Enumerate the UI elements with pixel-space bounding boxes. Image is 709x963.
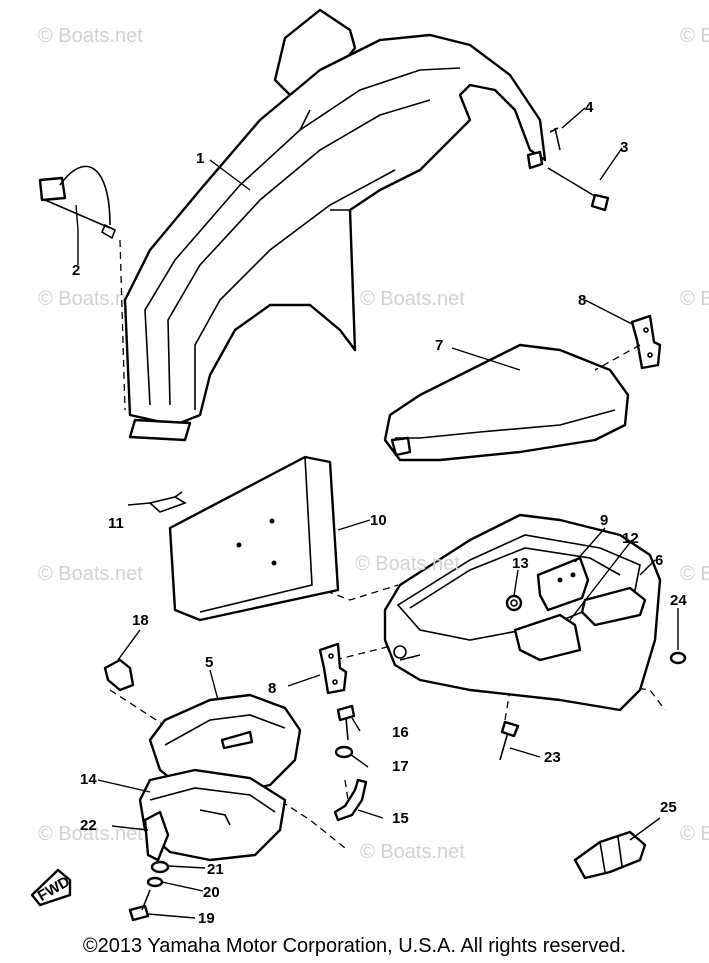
- callout-10: 10: [370, 512, 387, 529]
- part-7-seat-cushion: [383, 343, 630, 462]
- part-6-storage-tub: [383, 513, 662, 712]
- callout-4: 4: [585, 99, 594, 116]
- callout-17: 17: [392, 758, 409, 775]
- part-16-screw: [336, 704, 356, 741]
- part-11-clip: [148, 491, 187, 513]
- watermark: © Boats.net: [680, 563, 709, 585]
- watermark-layer: © Boats.net © Boats.net © Boats.net © Boats…: [38, 25, 709, 863]
- callout-21: 21: [207, 861, 224, 878]
- watermark: © Boats.net: [680, 25, 709, 47]
- callout-5: 5: [205, 654, 213, 671]
- part-2-strap: [38, 165, 117, 240]
- callout-25: 25: [660, 799, 677, 816]
- callout-9: 9: [600, 512, 608, 529]
- watermark: © Boats.net: [38, 288, 143, 310]
- part-15-stay: [333, 778, 368, 822]
- callout-15: 15: [392, 810, 409, 827]
- part-13-grommet: [505, 594, 523, 612]
- part-18-clip: [103, 658, 135, 692]
- callout-20: 20: [203, 884, 220, 901]
- part-4-washer: [526, 127, 561, 170]
- watermark-center: © Boats.net: [355, 553, 460, 575]
- watermark: © Boats.net: [38, 563, 143, 585]
- part-20-washer: [146, 876, 164, 888]
- part-17-washer: [334, 745, 354, 759]
- part-1-fender-cover: [123, 8, 547, 442]
- copyright-notice: ©2013 Yamaha Motor Corporation, U.S.A. A…: [82, 935, 627, 957]
- part-24-nut: [669, 651, 687, 665]
- callout-numbers: 1234567889101112131415161718192021222324…: [72, 99, 687, 927]
- callout-13: 13: [512, 555, 529, 572]
- watermark: © Boats.net: [360, 841, 465, 863]
- callout-24: 24: [670, 592, 687, 609]
- callout-7: 7: [435, 337, 443, 354]
- callout-11: 11: [108, 515, 124, 532]
- callout-18: 18: [132, 612, 149, 629]
- part-10-panel: [168, 455, 340, 622]
- part-3-bolt: [547, 167, 610, 212]
- part-23-bolt: [499, 720, 520, 761]
- part-25-handle: [573, 830, 647, 880]
- callout-8: 8: [268, 680, 276, 697]
- part-22-clamp-strap: [143, 810, 170, 862]
- callout-14: 14: [80, 771, 97, 788]
- watermark: © Boats.net: [360, 288, 465, 310]
- callout-6: 6: [655, 552, 663, 569]
- callout-leader-lines: [75, 107, 679, 919]
- callout-16: 16: [392, 724, 409, 741]
- part-8-bracket-upper: [594, 314, 662, 371]
- callout-19: 19: [198, 910, 215, 927]
- callout-8: 8: [578, 292, 586, 309]
- part-19-bolt: [128, 889, 151, 922]
- part-8-bracket-lower: [318, 642, 348, 695]
- front-direction-marker: FWD: [30, 868, 73, 907]
- callout-3: 3: [620, 139, 628, 156]
- watermark: © Boats.net: [38, 823, 143, 845]
- callout-12: 12: [622, 530, 639, 547]
- watermark: © Boats.net: [680, 288, 709, 310]
- part-21-washer: [150, 860, 170, 874]
- callout-1: 1: [196, 150, 204, 167]
- watermark: © Boats.net: [680, 823, 709, 845]
- callout-22: 22: [80, 817, 97, 834]
- callout-2: 2: [72, 262, 80, 279]
- callout-23: 23: [544, 749, 561, 766]
- watermark: © Boats.net: [38, 25, 143, 47]
- part-9-hinge: [536, 556, 590, 612]
